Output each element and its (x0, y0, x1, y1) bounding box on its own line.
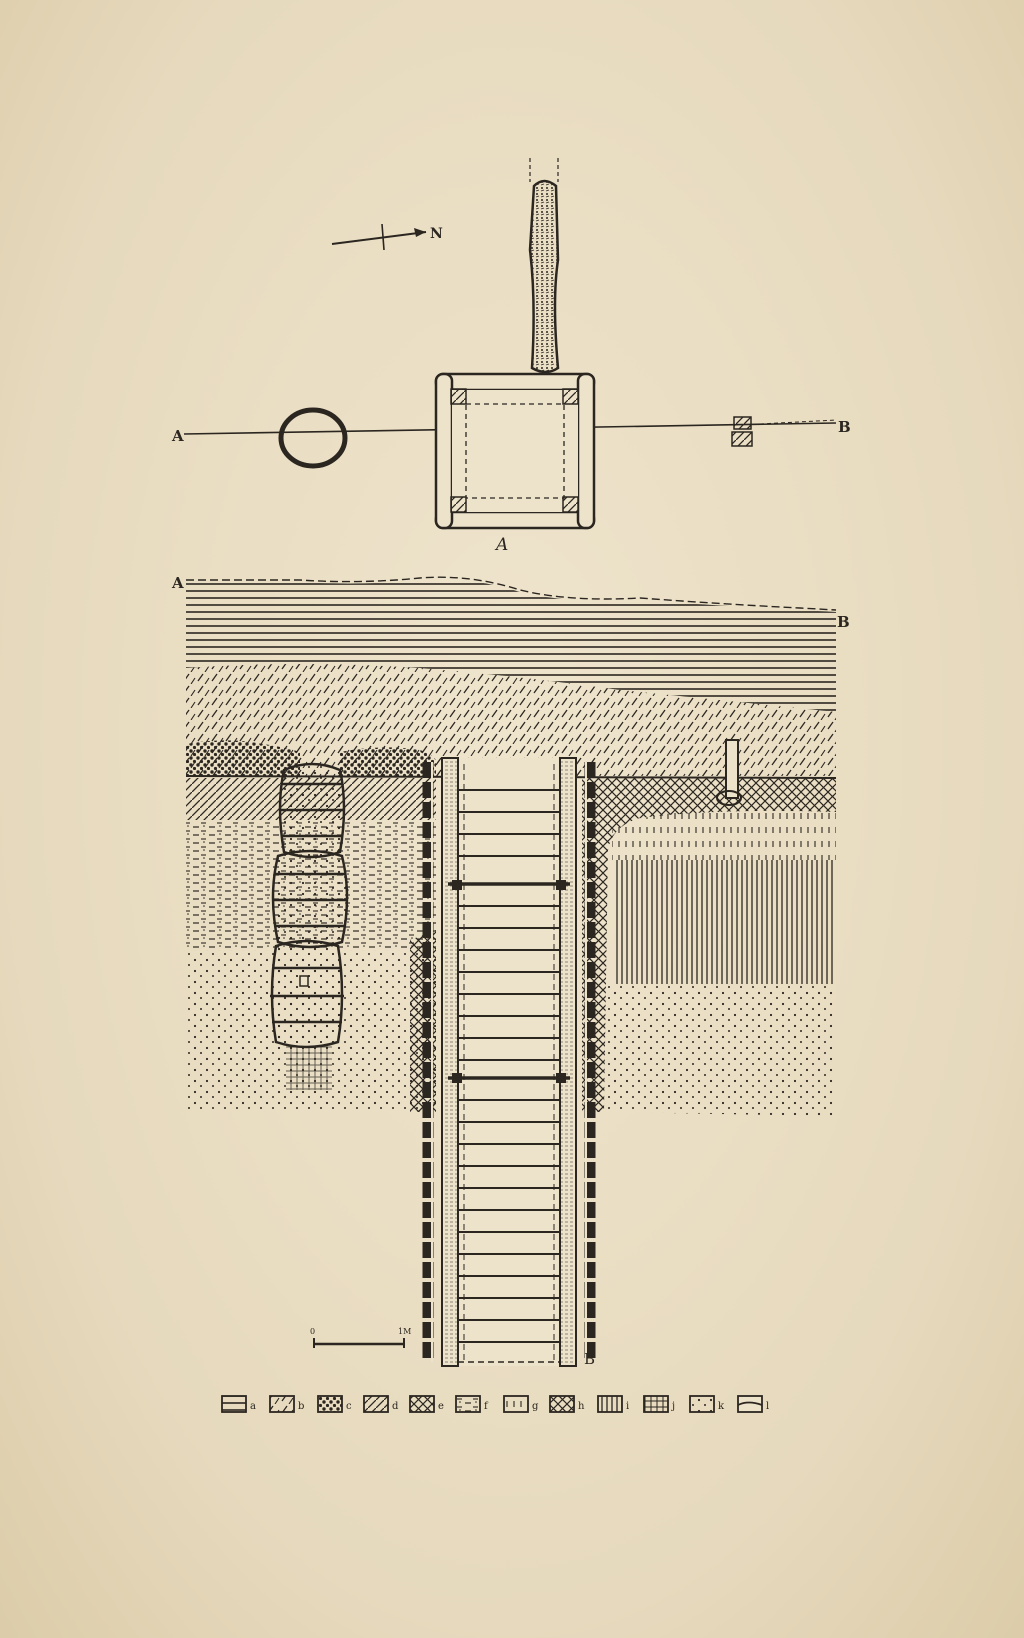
legend-key-i: i (626, 1401, 629, 1412)
legend-item-b: b (269, 1395, 304, 1413)
legend-key-d: d (392, 1401, 399, 1412)
layer-g-vertical-dashes (612, 810, 836, 860)
layer-k-sparse-dots-right (604, 984, 836, 1116)
legend-swatch-i (597, 1395, 623, 1413)
layer-e-crosshatch-right (582, 778, 836, 1112)
legend-key-h: h (578, 1401, 585, 1412)
layer-b-diagonal-dashes (186, 664, 836, 776)
layer-i-vertical-lines (614, 860, 836, 984)
layer-c-coarse-dots-2 (340, 747, 436, 776)
barrel-roots-marks (286, 1046, 332, 1090)
legend-item-c: c (317, 1395, 352, 1413)
section-post-stake (716, 739, 742, 806)
shaft-cribbing-planks (448, 789, 570, 1343)
legend-key-b: b (298, 1401, 304, 1412)
section-label-b-bottom: B (584, 1350, 595, 1368)
plan-well-shaft-frame (434, 372, 596, 530)
scale-bar: 0 1M (310, 1327, 411, 1348)
legend-key-e: e (438, 1401, 444, 1412)
plan-post-marker (731, 416, 753, 447)
layer-c-coarse-dots (186, 740, 300, 776)
scale-start-label: 0 (310, 1327, 315, 1336)
scale-end-label: 1M (398, 1327, 411, 1336)
layer-a-horizontal (186, 579, 836, 712)
legend-swatch-d (363, 1395, 389, 1413)
plan-timber-beam (528, 179, 560, 374)
legend-item-g: g (503, 1395, 539, 1413)
legend-key-c: c (346, 1401, 352, 1412)
plan-shaft-label: A (494, 535, 508, 555)
legend-item-l: l (737, 1395, 769, 1413)
legend-swatch-b (269, 1395, 295, 1413)
section-well-shaft (422, 757, 596, 1367)
plan-point-a-label: A (171, 427, 184, 445)
plan-view: N A B A (171, 158, 851, 555)
legend-swatch-h (549, 1395, 575, 1413)
legend-swatch-c (317, 1395, 343, 1413)
legend-swatch-e (409, 1395, 435, 1413)
legend-item-a: a (221, 1395, 256, 1413)
section-barrel-stack (270, 762, 349, 1049)
legend-swatch-a (221, 1395, 247, 1413)
legend-item-d: d (363, 1395, 399, 1413)
legend-swatch-g (503, 1395, 529, 1413)
north-label: N (430, 226, 443, 242)
legend-swatch-j (643, 1395, 669, 1413)
plan-point-b-label: B (838, 418, 851, 436)
plan-dashed-guides (529, 158, 559, 182)
north-arrow: N (331, 223, 443, 251)
legend-item-i: i (597, 1395, 629, 1413)
section-view: A B (171, 574, 850, 1368)
legend-swatch-f (455, 1395, 481, 1413)
legend-item-e: e (409, 1395, 444, 1413)
legend-key-j: j (671, 1401, 675, 1412)
legend-boundary-line (737, 1401, 763, 1406)
legend-key-a: a (250, 1401, 256, 1412)
surface-profile (186, 576, 837, 611)
legend-item-h: h (549, 1395, 585, 1413)
legend-key-f: f (484, 1401, 489, 1412)
plan-barrel-ring (278, 407, 348, 469)
legend-item-j: j (643, 1395, 675, 1413)
legend-key-g: g (532, 1401, 539, 1412)
section-label-a: A (171, 574, 184, 592)
legend-item-f: f (455, 1395, 489, 1413)
legend-key-l: l (766, 1401, 769, 1412)
legend-item-k: k (689, 1395, 725, 1413)
legend-swatch-k (689, 1395, 715, 1413)
legend-key-k: k (718, 1401, 725, 1412)
legend: a b c d e f g h i j k l (221, 1395, 769, 1413)
section-label-b: B (837, 613, 850, 631)
